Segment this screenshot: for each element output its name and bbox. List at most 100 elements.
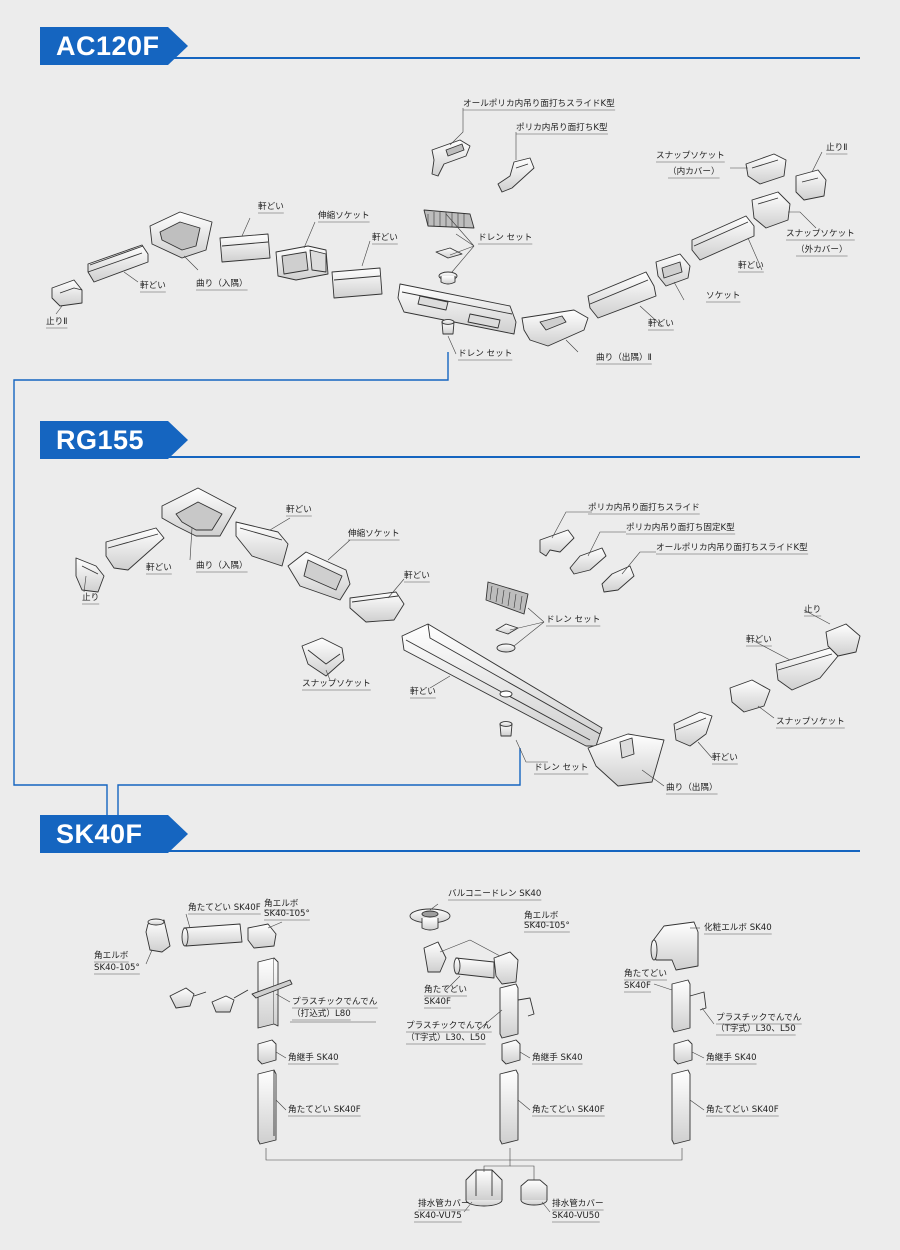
part-label: ドレン セット: [478, 232, 532, 243]
part-label: プラスチックでんでん: [406, 1020, 492, 1031]
eaves-gutter-part: [105, 527, 165, 571]
part-label: 軒どい: [404, 570, 430, 581]
drain-set-part: [485, 581, 529, 737]
snap-socket-part: [301, 637, 345, 677]
gutter-hanger-part: [539, 529, 575, 557]
socket-part: [655, 253, 691, 287]
section-header-ac120f: AC120F: [40, 27, 190, 65]
snap-socket-part: [729, 679, 771, 713]
part-label: （外カバー）: [796, 243, 848, 255]
square-downspout-part: [453, 957, 495, 979]
part-label: 曲り（入隅）: [196, 278, 248, 289]
square-joint-part: [673, 1039, 693, 1065]
part-label: 軒どい: [746, 634, 772, 645]
leader-lines: [145, 903, 715, 1213]
square-elbow-part: [423, 941, 447, 973]
leader-lines: [55, 108, 823, 355]
part-label: ポリカ内吊り面打ち固定K型: [626, 521, 735, 533]
section-connector: [13, 352, 521, 815]
part-label: （打込式）L80: [292, 1007, 351, 1019]
section-title: RG155: [56, 425, 145, 455]
eaves-gutter-part: [401, 623, 603, 747]
inside-corner-part: [149, 211, 213, 259]
part-label: 排水管カバー: [418, 1197, 470, 1209]
part-label: ポリカ内吊り面打ちスライド: [588, 501, 700, 513]
gutter-hanger-part: [497, 157, 535, 193]
snap-socket-inner-part: [745, 153, 787, 185]
part-label: 角たてどい SK40F: [188, 901, 261, 913]
gutter-hanger-part: [569, 547, 607, 575]
square-downspout-part: [671, 1069, 691, 1145]
expansion-socket-part: [275, 245, 329, 281]
outside-corner-part: [587, 733, 665, 787]
plastic-bracket-part: [169, 987, 249, 1013]
square-downspout-part: [671, 979, 707, 1033]
section-header-sk40f: SK40F: [40, 815, 190, 853]
part-label: （T字式）L30、L50: [406, 1031, 486, 1043]
part-label: 角たてどい SK40F: [706, 1103, 779, 1115]
part-label: 軒どい: [286, 504, 312, 515]
part-label: SK40-105°: [94, 963, 140, 973]
section-title: AC120F: [56, 31, 160, 61]
part-label: 曲り（入隅）: [196, 560, 248, 571]
part-label: 排水管カバー: [552, 1197, 604, 1209]
leader-lines: [83, 511, 831, 787]
part-label: ドレン セット: [458, 348, 512, 359]
part-label: 軒どい: [140, 280, 166, 291]
eaves-gutter-part: [349, 591, 405, 623]
part-label: 角たてどい SK40F: [532, 1103, 605, 1115]
gutter-stop-part: [51, 279, 83, 307]
drain-pipe-cover-part: [520, 1179, 548, 1206]
square-downspout-part: [499, 983, 535, 1039]
eaves-gutter-part: [397, 283, 517, 335]
square-downspout-part: [499, 1069, 519, 1145]
eaves-gutter-part: [219, 233, 271, 263]
square-downspout-part: [251, 957, 293, 1029]
part-label: 止り: [804, 603, 821, 615]
part-label: 止りⅡ: [46, 315, 67, 327]
part-label: スナップソケット: [302, 678, 371, 689]
section-rule: [150, 456, 860, 458]
snap-socket-outer-part: [751, 191, 791, 229]
section-tab-shape: [40, 815, 188, 853]
part-label: 角エルボ: [524, 909, 559, 921]
part-label: ドレン セット: [534, 762, 588, 773]
part-label: ポリカ内吊り面打ちK型: [516, 121, 608, 133]
part-label: （T字式）L30、L50: [716, 1022, 796, 1034]
part-label: SK40-VU75: [414, 1211, 462, 1221]
part-label: SK40F: [624, 981, 651, 991]
part-label: スナップソケット: [656, 150, 725, 161]
part-label: ドレン セット: [546, 614, 600, 625]
expansion-socket-part: [287, 551, 351, 601]
part-label: 曲り（出隅）: [666, 781, 718, 793]
part-label: 軒どい: [258, 201, 284, 212]
part-label: 伸縮ソケット: [348, 527, 400, 539]
part-label: 角継手 SK40: [532, 1051, 583, 1063]
gutter-hanger-part: [431, 139, 471, 177]
eaves-gutter-part: [87, 244, 149, 283]
section-title: SK40F: [56, 819, 143, 849]
square-elbow-part: [493, 951, 519, 985]
part-label: プラスチックでんでん: [292, 996, 378, 1007]
part-label: 角継手 SK40: [288, 1051, 339, 1063]
eaves-gutter-part: [691, 215, 755, 261]
part-label: 軒どい: [146, 562, 172, 573]
section-tab-shape: [40, 421, 188, 459]
outside-corner-part: [521, 309, 589, 347]
part-label: SK40F: [424, 997, 451, 1007]
inside-corner-part: [161, 487, 237, 537]
balcony-drain-part: [409, 908, 451, 931]
part-label: 軒どい: [738, 260, 764, 271]
drain-pipe-cover-part: [465, 1169, 503, 1207]
square-joint-part: [501, 1039, 521, 1065]
part-label: オールポリカ内吊り面打ちスライドK型: [656, 541, 808, 553]
drain-set-part: [423, 209, 475, 335]
part-label: SK40-105°: [264, 909, 310, 919]
part-label: 軒どい: [712, 752, 738, 763]
section-rule: [150, 850, 860, 852]
part-label: プラスチックでんでん: [716, 1012, 802, 1023]
square-downspout-part: [181, 923, 243, 947]
part-label: ソケット: [706, 290, 740, 301]
section-rule: [150, 57, 860, 59]
